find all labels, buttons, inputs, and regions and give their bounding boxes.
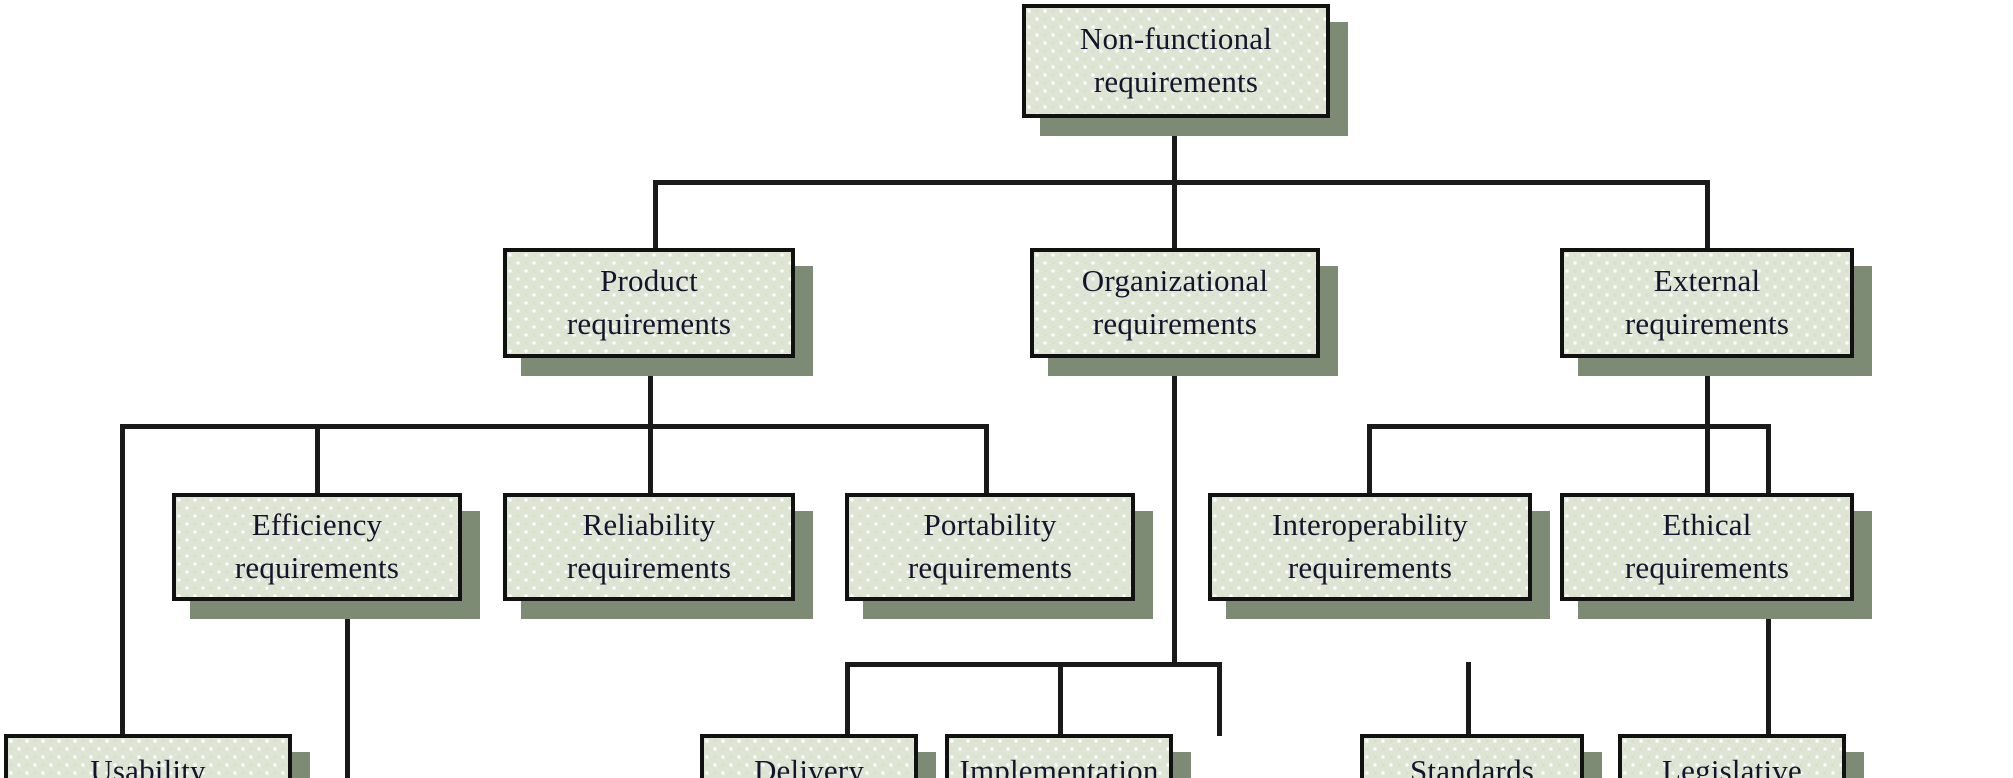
node-label: Efficiency requirements [234,507,400,585]
edge-product-to-reliability [648,424,653,496]
node-label: Product requirements [566,263,732,341]
node-organizational-requirements[interactable]: Organizational requirements [1030,248,1338,376]
node-face: Efficiency requirements [172,493,462,601]
node-portability-requirements[interactable]: Portability requirements [845,493,1153,619]
node-label: Implementation [959,753,1159,778]
node-label: Reliability requirements [566,507,732,585]
edge-bus-to-organizational [1172,180,1177,252]
edge-efficiency-stem [345,600,350,778]
node-label: Usability [90,753,206,778]
edge-product-to-portability [984,424,989,496]
edge-organizational-to-standards [1217,662,1222,736]
node-delivery[interactable]: Delivery [700,734,936,778]
node-label: Ethical requirements [1624,507,1790,585]
edge-external-stem [1705,358,1710,428]
node-label: Portability requirements [907,507,1073,585]
node-face: Legislative [1618,734,1846,778]
edge-product-to-usability [120,424,125,736]
node-ethical-requirements[interactable]: Ethical requirements [1560,493,1872,619]
edge-organizational-to-delivery [845,662,850,736]
edge-external-children-bus [1367,424,1771,429]
edge-organizational-to-implementation [1058,662,1063,736]
node-standards[interactable]: Standards [1360,734,1602,778]
edge-bus-to-external [1705,180,1710,252]
node-label: Organizational requirements [1081,263,1269,341]
edge-standards-drop [1466,662,1471,736]
node-reliability-requirements[interactable]: Reliability requirements [503,493,813,619]
node-interoperability-requirements[interactable]: Interoperability requirements [1208,493,1550,619]
node-label: Interoperability requirements [1271,507,1468,585]
edge-bus-to-product [653,180,658,252]
node-face: Reliability requirements [503,493,795,601]
node-label: Standards [1409,753,1535,778]
edge-product-to-efficiency [315,424,320,496]
node-external-requirements[interactable]: External requirements [1560,248,1872,376]
edge-product-stem [648,358,653,428]
node-face: Standards [1360,734,1584,778]
node-implementation[interactable]: Implementation [945,734,1191,778]
edge-product-children-bus [120,424,989,429]
node-label: Non-functional requirements [1079,21,1273,99]
node-face: Organizational requirements [1030,248,1320,358]
node-face: Implementation [945,734,1173,778]
node-face: Usability [4,734,292,778]
node-face: Delivery [700,734,918,778]
node-face: Ethical requirements [1560,493,1854,601]
node-face: Interoperability requirements [1208,493,1532,601]
edge-root-stem [1172,116,1177,184]
node-efficiency-requirements[interactable]: Efficiency requirements [172,493,480,619]
node-legislative[interactable]: Legislative [1618,734,1864,778]
node-face: Portability requirements [845,493,1135,601]
edge-organizational-children-bus [845,662,1222,667]
node-usability[interactable]: Usability [4,734,310,778]
node-face: Product requirements [503,248,795,358]
node-label: Delivery [753,753,865,778]
edge-organizational-stem [1172,358,1177,666]
node-label: External requirements [1624,263,1790,341]
edge-level2-bus [653,180,1710,185]
edge-external-to-ethical [1705,424,1710,496]
node-product-requirements[interactable]: Product requirements [503,248,813,376]
node-label: Legislative [1662,753,1802,778]
edge-external-to-interoperability [1367,424,1372,496]
node-face: Non-functional requirements [1022,4,1330,118]
node-non-functional-requirements[interactable]: Non-functional requirements [1022,4,1348,136]
node-face: External requirements [1560,248,1854,358]
